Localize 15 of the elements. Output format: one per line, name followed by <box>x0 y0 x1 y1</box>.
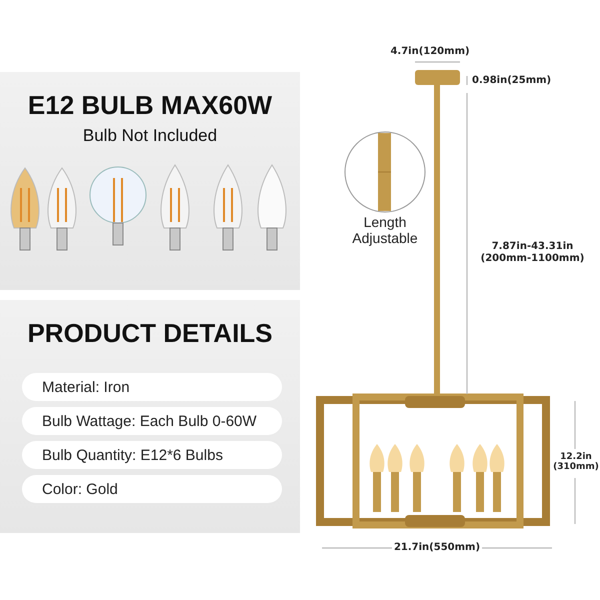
dimension-label: 21.7in(550mm) <box>392 542 482 554</box>
detail-row: Material: Iron <box>22 373 282 401</box>
info-panel <box>0 300 300 533</box>
dimension-label: 4.7in(120mm) <box>389 46 471 58</box>
dimension-label: 7.87in-43.31in (200mm-1100mm) <box>480 241 586 264</box>
detail-row: Color: Gold <box>22 475 282 503</box>
info-panel <box>0 72 300 290</box>
panel-heading: PRODUCT DETAILS <box>26 318 274 349</box>
panel-heading: E12 BULB MAX60W <box>26 90 274 121</box>
dimension-label: 12.2in (310mm) <box>552 452 600 473</box>
detail-row: Bulb Quantity: E12*6 Bulbs <box>22 441 282 469</box>
detail-row: Bulb Wattage: Each Bulb 0-60W <box>22 407 282 435</box>
panel-subheading: Bulb Not Included <box>82 126 218 146</box>
inset-caption: Length Adjustable <box>351 214 419 246</box>
dimension-label: 0.98in(25mm) <box>472 75 552 86</box>
